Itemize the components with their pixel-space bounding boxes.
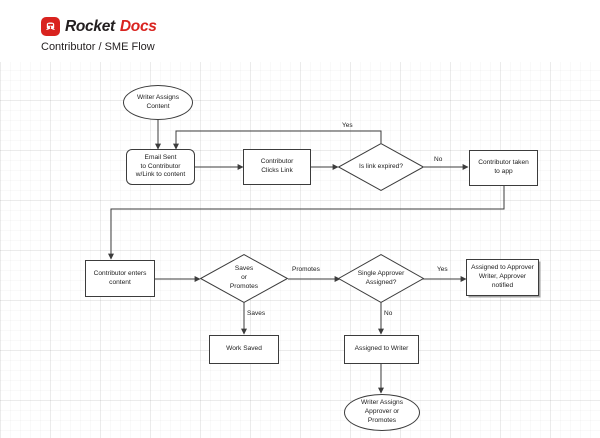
node-label: Saves or Promotes	[229, 265, 259, 290]
node-label: Contributor taken to app	[478, 159, 529, 175]
node-email-sent[interactable]: Email Sent to Contributor w/Link to cont…	[126, 149, 195, 185]
node-label: Writer Assigns Content	[136, 93, 179, 110]
edge-label-yes-expired: Yes	[342, 122, 353, 129]
node-label: Writer Assigns Approver or Promotes	[360, 399, 403, 424]
node-writer-assigns-approver[interactable]: Writer Assigns Approver or Promotes	[344, 394, 420, 431]
node-label: Single Approver Assigned?	[357, 269, 405, 286]
node-label: Assigned to Approver Writer, Approver no…	[471, 264, 534, 289]
edge-label-no-approver: No	[384, 310, 393, 317]
node-assigned-to-writer[interactable]: Assigned to Writer	[344, 335, 419, 364]
node-label: Work Saved	[226, 345, 262, 353]
rocketdocs-logo[interactable]: Rocket Docs	[41, 17, 157, 36]
node-is-link-expired[interactable]: Is link expired?	[338, 143, 424, 191]
node-work-saved[interactable]: Work Saved	[209, 335, 279, 364]
node-label: Contributor Clicks Link	[260, 158, 294, 174]
rocketdocs-logo-icon	[41, 17, 60, 36]
node-single-approver-assigned[interactable]: Single Approver Assigned?	[338, 254, 424, 303]
diamond-shape	[338, 143, 424, 191]
node-saves-or-promotes[interactable]: Saves or Promotes	[200, 254, 288, 303]
edge-label-saves: Saves	[247, 310, 266, 317]
node-assigned-to-approver[interactable]: Assigned to Approver Writer, Approver no…	[466, 259, 539, 296]
node-contributor-taken-to-app[interactable]: Contributor taken to app	[469, 150, 538, 186]
node-contributor-enters-content[interactable]: Contributor enters content	[85, 260, 155, 297]
node-label: Contributor enters content	[93, 269, 147, 286]
edge-label-promotes: Promotes	[292, 266, 320, 273]
edge-label-yes-approver: Yes	[437, 266, 448, 273]
node-contributor-clicks-link[interactable]: Contributor Clicks Link	[243, 149, 311, 185]
diamond-shape	[338, 254, 424, 303]
edge-expired-yes	[173, 130, 382, 150]
node-label: Is link expired?	[359, 162, 403, 170]
node-label: Email Sent to Contributor w/Link to cont…	[135, 153, 186, 179]
node-label: Assigned to Writer	[354, 345, 409, 353]
diamond-shape	[200, 254, 288, 303]
page-title: Contributor / SME Flow	[41, 41, 155, 53]
edge-app-to-enters	[108, 186, 505, 260]
page-header: Rocket Docs Contributor / SME Flow	[0, 0, 600, 62]
edge-label-no-expired: No	[434, 156, 443, 163]
logo-text-docs: Docs	[119, 17, 157, 35]
node-writer-assigns-content[interactable]: Writer Assigns Content	[123, 85, 193, 120]
logo-text-rocket: Rocket	[65, 17, 115, 35]
